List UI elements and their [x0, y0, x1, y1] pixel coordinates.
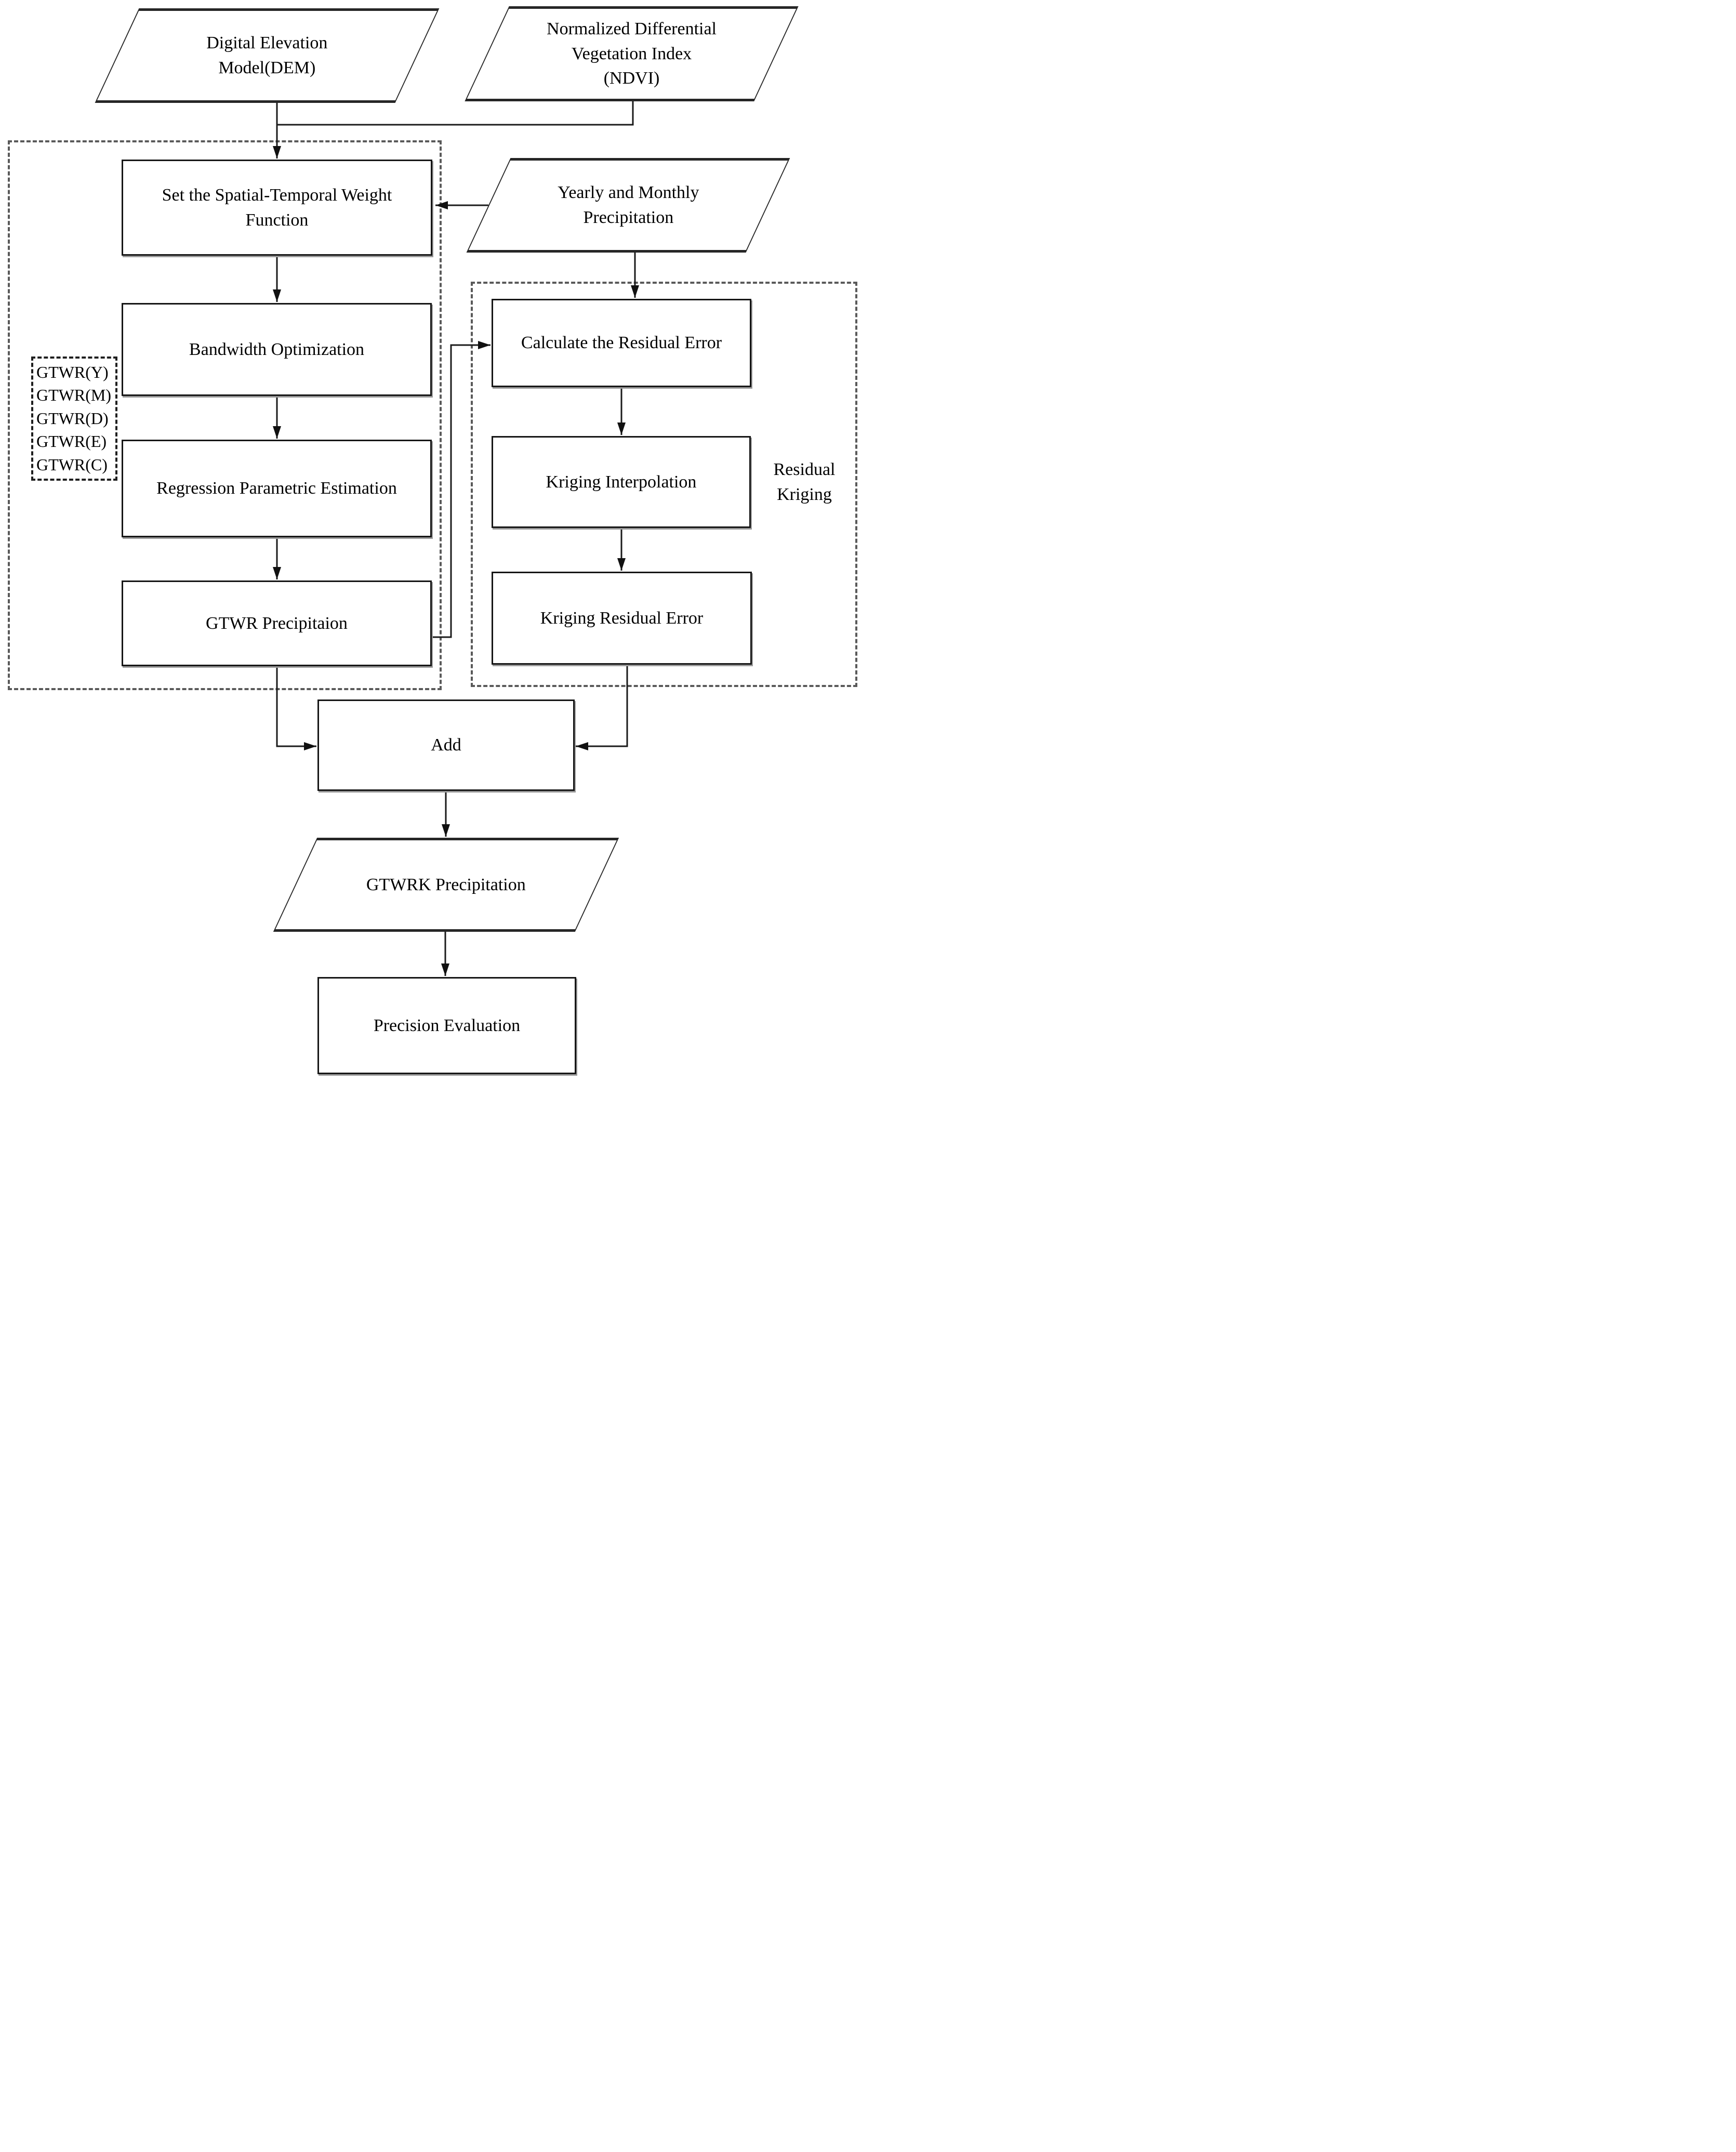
- gtwr-variant-y: GTWR(Y): [36, 362, 109, 381]
- node-bandwidth-optimization: Bandwidth Optimization: [122, 303, 432, 396]
- node-set-weight-function-label: Set the Spatial-Temporal Weight Function: [162, 185, 392, 230]
- gtwr-variant-m: GTWR(M): [36, 386, 111, 405]
- node-regression-estimation: Regression Parametric Estimation: [122, 440, 432, 537]
- node-kriging-interpolation: Kriging Interpolation: [492, 436, 751, 528]
- node-gtwrk-precipitation: GTWRK Precipitation: [273, 838, 619, 932]
- node-gtwr-precipitation-label: GTWR Precipitaion: [206, 613, 348, 633]
- node-gtwrk-precipitation-label: GTWRK Precipitation: [366, 875, 526, 894]
- node-regression-estimation-label: Regression Parametric Estimation: [156, 479, 397, 498]
- node-calculate-residual-error-label: Calculate the Residual Error: [521, 333, 722, 353]
- node-kriging-interpolation-label: Kriging Interpolation: [546, 472, 697, 492]
- gtwr-variant-c: GTWR(C): [36, 455, 108, 474]
- node-add-label: Add: [431, 735, 461, 755]
- residual-kriging-group-label: Residual Kriging: [773, 460, 836, 504]
- gtwr-variant-e: GTWR(E): [36, 432, 107, 451]
- node-bandwidth-optimization-label: Bandwidth Optimization: [189, 339, 365, 359]
- node-dem: Digital Elevation Model(DEM): [95, 8, 440, 103]
- node-yearly-precipitation-label: Yearly and Monthly Precipitation: [557, 183, 699, 227]
- node-kriging-residual-error-label: Kriging Residual Error: [540, 608, 704, 628]
- flowchart-canvas: Digital Elevation Model(DEM) Normalized …: [0, 0, 868, 1076]
- node-precision-evaluation-label: Precision Evaluation: [373, 1015, 521, 1035]
- node-dem-label: Digital Elevation Model(DEM): [206, 33, 328, 77]
- node-kriging-residual-error: Kriging Residual Error: [492, 572, 752, 665]
- node-ndvi: Normalized Differential Vegetation Index…: [465, 6, 799, 101]
- node-calculate-residual-error: Calculate the Residual Error: [492, 299, 751, 387]
- arrow-ndvi-join: [277, 101, 634, 126]
- node-set-weight-function: Set the Spatial-Temporal Weight Function: [122, 160, 432, 256]
- node-ndvi-label: Normalized Differential Vegetation Index…: [547, 19, 717, 88]
- node-add: Add: [317, 699, 575, 791]
- gtwr-variants-box: GTWR(Y) GTWR(M) GTWR(D) GTWR(E) GTWR(C): [31, 357, 117, 481]
- node-yearly-precipitation: Yearly and Monthly Precipitation: [466, 158, 790, 253]
- node-precision-evaluation: Precision Evaluation: [317, 977, 576, 1074]
- node-gtwr-precipitation: GTWR Precipitaion: [122, 580, 432, 666]
- gtwr-variant-d: GTWR(D): [36, 408, 109, 428]
